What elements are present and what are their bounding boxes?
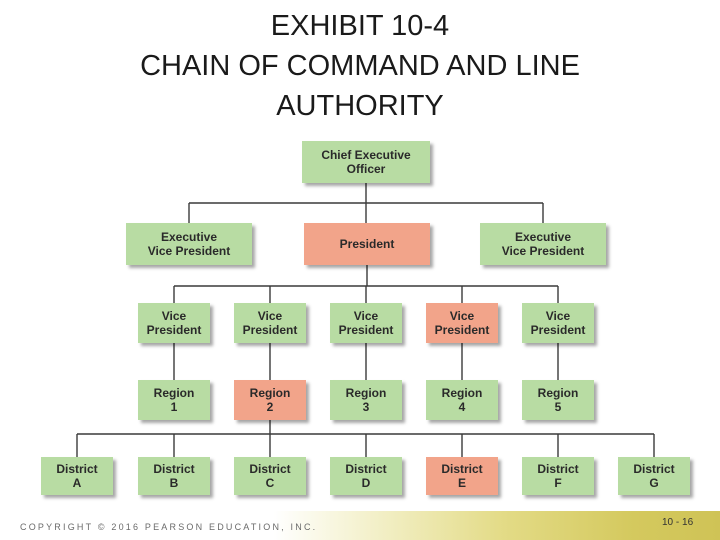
box-district-d: District D <box>330 457 402 495</box>
box-region-2: Region 2 <box>234 380 306 420</box>
box-district-g-label: District G <box>633 462 675 490</box>
box-executive-vice-president-left-label: Executive Vice President <box>147 230 231 258</box>
box-region-5-label: Region 5 <box>537 386 579 414</box>
box-vice-president-2-label: Vice President <box>242 309 298 337</box>
box-district-b-label: District B <box>153 462 195 490</box>
box-region-1: Region 1 <box>138 380 210 420</box>
title-line-2: CHAIN OF COMMAND AND LINE <box>140 50 580 82</box>
box-president: President <box>304 223 430 265</box>
footer-copyright: COPYRIGHT © 2016 PEARSON EDUCATION, INC. <box>20 522 318 532</box>
box-district-c: District C <box>234 457 306 495</box>
box-chief-executive-officer-label: Chief Executive Officer <box>321 148 411 176</box>
box-vice-president-3-label: Vice President <box>338 309 394 337</box>
box-district-a-label: District A <box>56 462 98 490</box>
page-number: 10 - 16 <box>662 517 694 528</box>
box-district-c-label: District C <box>249 462 291 490</box>
box-district-a: District A <box>41 457 113 495</box>
box-vice-president-4: Vice President <box>426 303 498 343</box>
box-district-e-label: District E <box>441 462 483 490</box>
box-district-f: District F <box>522 457 594 495</box>
box-vice-president-5-label: Vice President <box>530 309 586 337</box>
box-president-label: President <box>339 237 395 251</box>
box-chief-executive-officer: Chief Executive Officer <box>302 141 430 183</box>
box-vice-president-1-label: Vice President <box>146 309 202 337</box>
box-region-4-label: Region 4 <box>441 386 483 414</box>
slide-title: EXHIBIT 10-4 CHAIN OF COMMAND AND LINE A… <box>0 6 720 126</box>
box-executive-vice-president-right-label: Executive Vice President <box>501 230 585 258</box>
footer-band <box>0 511 720 540</box>
box-district-f-label: District F <box>537 462 579 490</box>
box-vice-president-5: Vice President <box>522 303 594 343</box>
box-region-2-label: Region 2 <box>249 386 291 414</box>
box-region-1-label: Region 1 <box>153 386 195 414</box>
box-vice-president-3: Vice President <box>330 303 402 343</box>
box-region-3-label: Region 3 <box>345 386 387 414</box>
box-district-d-label: District D <box>345 462 387 490</box>
box-district-e: District E <box>426 457 498 495</box>
box-vice-president-2: Vice President <box>234 303 306 343</box>
box-vice-president-1: Vice President <box>138 303 210 343</box>
box-region-4: Region 4 <box>426 380 498 420</box>
box-executive-vice-president-left: Executive Vice President <box>126 223 252 265</box>
box-region-3: Region 3 <box>330 380 402 420</box>
box-district-b: District B <box>138 457 210 495</box>
box-executive-vice-president-right: Executive Vice President <box>480 223 606 265</box>
title-line-3: AUTHORITY <box>276 90 444 122</box>
box-district-g: District G <box>618 457 690 495</box>
box-region-5: Region 5 <box>522 380 594 420</box>
box-vice-president-4-label: Vice President <box>434 309 490 337</box>
title-line-1: EXHIBIT 10-4 <box>270 10 450 42</box>
